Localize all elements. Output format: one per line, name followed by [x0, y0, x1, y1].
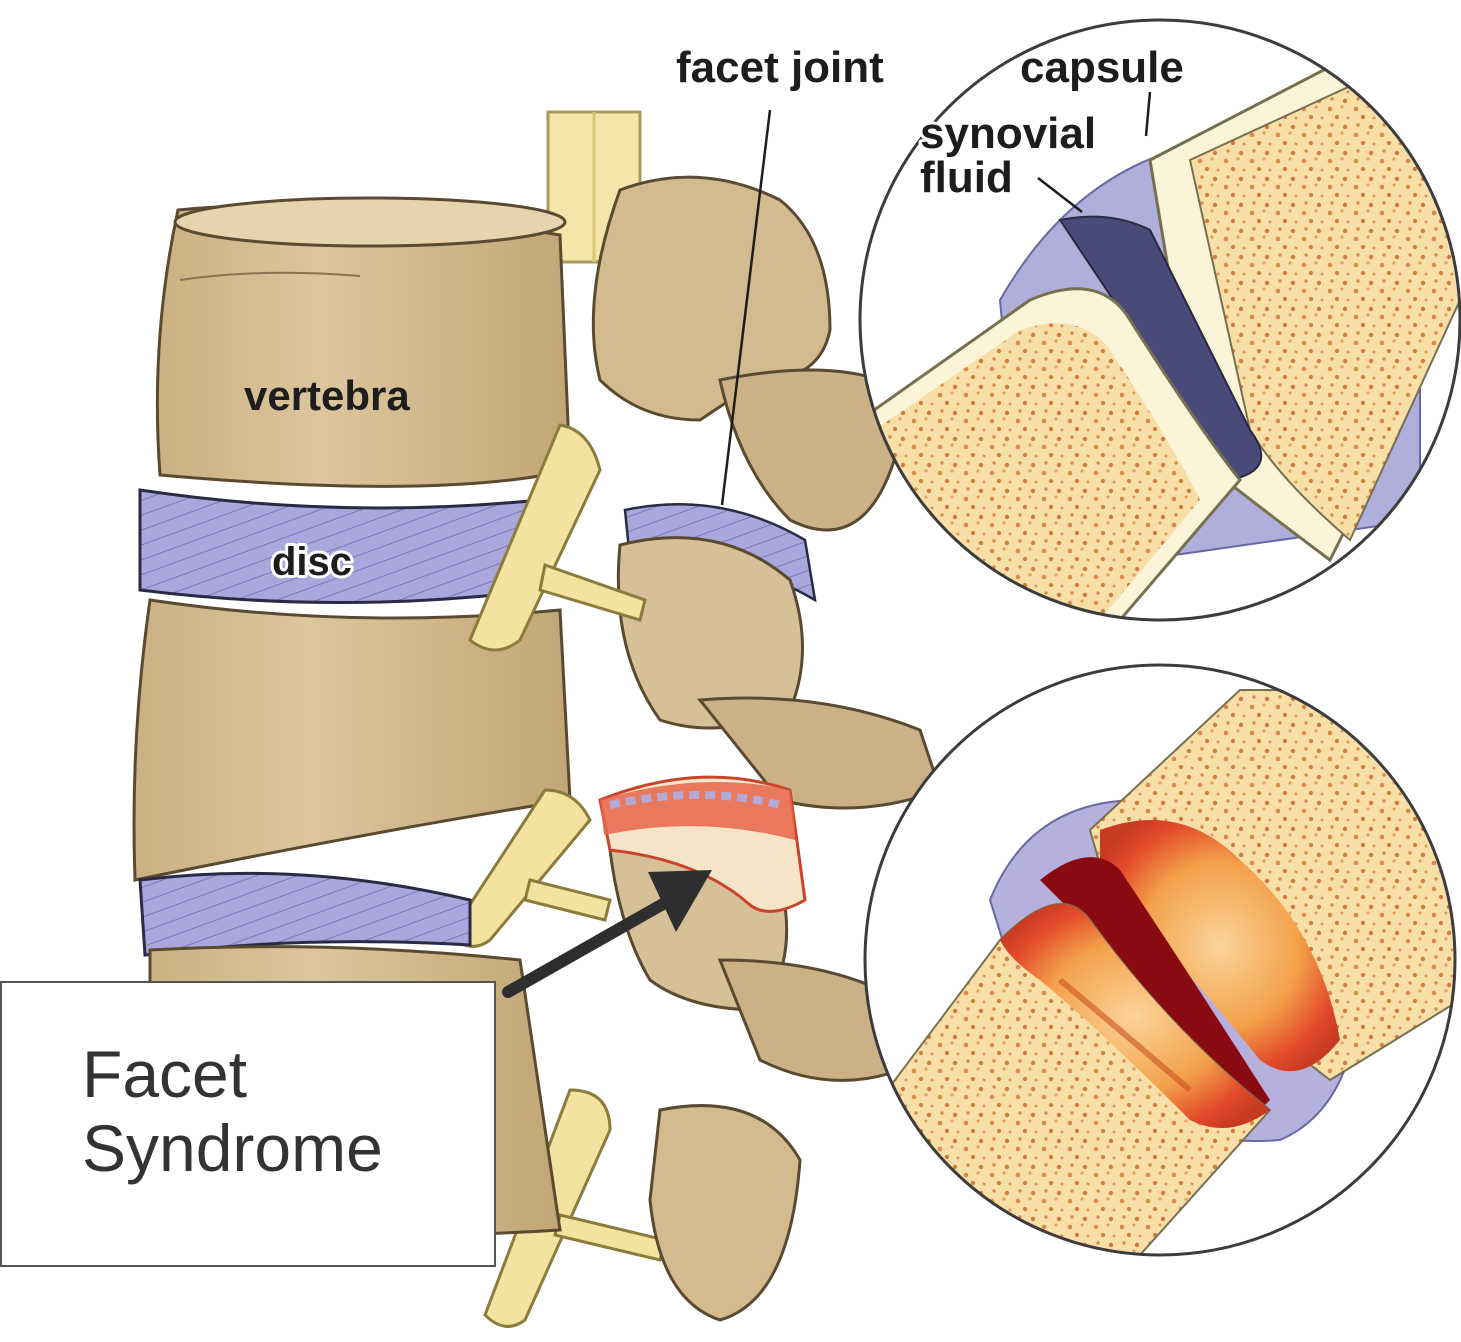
pointer-arrow — [502, 870, 712, 998]
inflamed-facet-joint — [598, 775, 807, 913]
leader-lines — [720, 91, 1152, 506]
facet-syndrome-callout: Facet Syndrome — [0, 981, 496, 1267]
middle-vertebra — [132, 536, 942, 882]
healthy-joint-magnifier — [858, 18, 1461, 622]
nerve-root-upper — [468, 423, 647, 652]
callout-line-2: Syndrome — [82, 1111, 383, 1185]
callout-line-1: Facet — [82, 1037, 248, 1111]
upper-vertebra — [155, 196, 572, 488]
upper-facet-process — [591, 175, 902, 532]
label-vertebra: vertebra — [244, 372, 410, 419]
label-disc: disc — [272, 540, 352, 584]
label-capsule: capsule — [1020, 43, 1184, 92]
lower-disc — [138, 871, 472, 957]
label-facet-joint: facet joint — [676, 43, 884, 92]
label-synovial: synovial — [920, 109, 1096, 158]
callout-text: Facet Syndrome — [82, 1037, 383, 1185]
label-fluid: fluid — [920, 153, 1013, 202]
inflamed-joint-magnifier — [863, 663, 1457, 1257]
